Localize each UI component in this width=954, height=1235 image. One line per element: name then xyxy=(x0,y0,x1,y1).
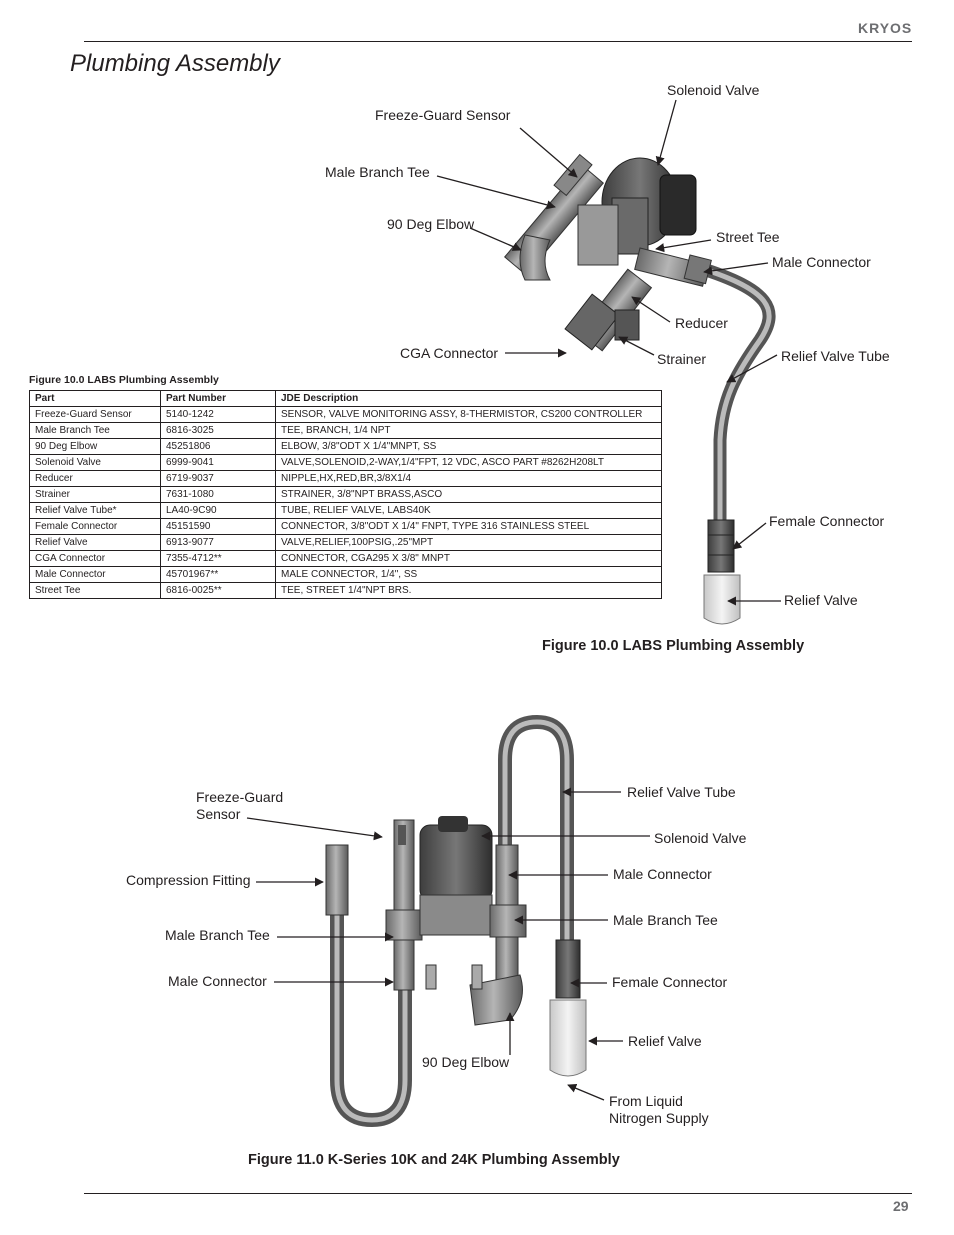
label-from-liquid-line2: Nitrogen Supply xyxy=(609,1110,709,1126)
footer-rule xyxy=(84,1193,912,1194)
label-solenoid-valve-fig11: Solenoid Valve xyxy=(654,830,747,846)
figure11-drawing xyxy=(325,714,587,1128)
figure10-drawing xyxy=(504,153,776,625)
label-strainer: Strainer xyxy=(657,351,707,367)
label-male-connector-left: Male Connector xyxy=(168,973,267,989)
cell-part-number: 6719-9037 xyxy=(160,470,276,487)
label-freeze-guard-line2: Sensor xyxy=(196,806,241,822)
cell-part: Female Connector xyxy=(29,518,161,535)
cell-description: TEE, BRANCH, 1/4 NPT xyxy=(275,422,662,439)
cell-part: CGA Connector xyxy=(29,550,161,567)
label-male-connector: Male Connector xyxy=(772,254,871,270)
cell-description: CONNECTOR, CGA295 X 3/8" MNPT xyxy=(275,550,662,567)
label-relief-valve: Relief Valve xyxy=(784,592,858,608)
label-freeze-guard-sensor: Freeze-Guard Sensor xyxy=(375,107,511,123)
cell-part: Strainer xyxy=(29,486,161,503)
cell-part: 90 Deg Elbow xyxy=(29,438,161,455)
cell-description: SENSOR, VALVE MONITORING ASSY, 8-THERMIS… xyxy=(275,406,662,423)
label-male-branch-tee-right: Male Branch Tee xyxy=(613,912,718,928)
figure10-leaders xyxy=(436,99,781,606)
cell-description: STRAINER, 3/8"NPT BRASS,ASCO xyxy=(275,486,662,503)
label-street-tee: Street Tee xyxy=(716,229,780,245)
table-caption: Figure 10.0 LABS Plumbing Assembly xyxy=(29,374,219,386)
page-number: 29 xyxy=(893,1198,909,1214)
cell-part-number: 5140-1242 xyxy=(160,406,276,423)
cell-part: Reducer xyxy=(29,470,161,487)
label-male-branch-tee-left: Male Branch Tee xyxy=(165,927,270,943)
header-rule xyxy=(84,41,912,42)
cell-part-number: 45701967** xyxy=(160,566,276,583)
cell-part-number: 45251806 xyxy=(160,438,276,455)
label-compression-fitting: Compression Fitting xyxy=(126,872,251,888)
figure10-caption: Figure 10.0 LABS Plumbing Assembly xyxy=(542,638,805,654)
col-header-part: Part xyxy=(29,390,161,407)
parts-table: Part Part Number JDE Description Freeze-… xyxy=(29,390,662,599)
label-female-connector-fig11: Female Connector xyxy=(612,974,728,990)
cell-part-number: LA40-9C90 xyxy=(160,502,276,519)
cell-part: Male Branch Tee xyxy=(29,422,161,439)
cell-description: TUBE, RELIEF VALVE, LABS40K xyxy=(275,502,662,519)
label-freeze-guard-line1: Freeze-Guard xyxy=(196,789,284,805)
label-from-liquid-line1: From Liquid xyxy=(609,1093,683,1109)
label-solenoid-valve: Solenoid Valve xyxy=(667,82,760,98)
cell-part-number: 6999-9041 xyxy=(160,454,276,471)
figure11-caption: Figure 11.0 K-Series 10K and 24K Plumbin… xyxy=(248,1152,620,1168)
cell-description: ELBOW, 3/8"ODT X 1/4"MNPT, SS xyxy=(275,438,662,455)
cell-description: NIPPLE,HX,RED,BR,3/8X1/4 xyxy=(275,470,662,487)
cell-description: CONNECTOR, 3/8"ODT X 1/4" FNPT, TYPE 316… xyxy=(275,518,662,535)
table-header-row: Part Part Number JDE Description xyxy=(29,390,662,407)
page-title: Plumbing Assembly xyxy=(70,50,280,77)
label-cga-connector: CGA Connector xyxy=(400,345,499,361)
cell-part: Street Tee xyxy=(29,582,161,599)
cell-description: MALE CONNECTOR, 1/4", SS xyxy=(275,566,662,583)
label-reducer: Reducer xyxy=(675,315,728,331)
cell-description: TEE, STREET 1/4"NPT BRS. xyxy=(275,582,662,599)
cell-description: VALVE,RELIEF,100PSIG,.25"MPT xyxy=(275,534,662,551)
label-90-deg-elbow: 90 Deg Elbow xyxy=(387,216,475,232)
cell-part-number: 6816-0025** xyxy=(160,582,276,599)
label-relief-valve-fig11: Relief Valve xyxy=(628,1033,702,1049)
label-male-connector-right: Male Connector xyxy=(613,866,712,882)
label-male-branch-tee: Male Branch Tee xyxy=(325,164,430,180)
cell-part: Relief Valve xyxy=(29,534,161,551)
cell-part-number: 7355-4712** xyxy=(160,550,276,567)
cell-part: Relief Valve Tube* xyxy=(29,502,161,519)
col-header-part-number: Part Number xyxy=(160,390,276,407)
cell-part: Solenoid Valve xyxy=(29,454,161,471)
cell-part-number: 7631-1080 xyxy=(160,486,276,503)
col-header-jde-description: JDE Description xyxy=(275,390,662,407)
cell-part-number: 6816-3025 xyxy=(160,422,276,439)
cell-description: VALVE,SOLENOID,2-WAY,1/4"FPT, 12 VDC, AS… xyxy=(275,454,662,471)
label-90-deg-elbow-fig11: 90 Deg Elbow xyxy=(422,1054,510,1070)
label-relief-valve-tube: Relief Valve Tube xyxy=(781,348,890,364)
brand-name: KRYOS xyxy=(858,20,913,36)
cell-part-number: 6913-9077 xyxy=(160,534,276,551)
label-female-connector: Female Connector xyxy=(769,513,885,529)
cell-part: Male Connector xyxy=(29,566,161,583)
cell-part-number: 45151590 xyxy=(160,518,276,535)
cell-part: Freeze-Guard Sensor xyxy=(29,406,161,423)
figure11-leaders xyxy=(246,787,650,1101)
label-relief-valve-tube-fig11: Relief Valve Tube xyxy=(627,784,736,800)
